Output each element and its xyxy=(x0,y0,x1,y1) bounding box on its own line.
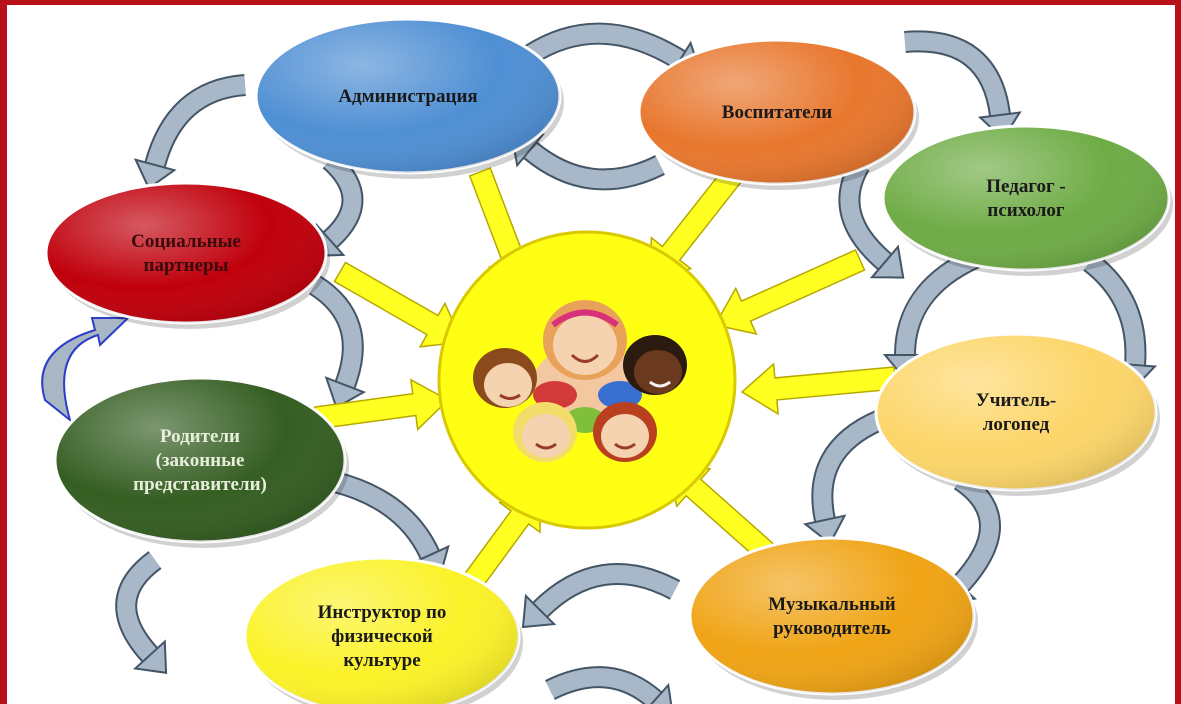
node-speech-therapist: Учитель-логопед xyxy=(874,332,1160,496)
curved-arrow-body xyxy=(904,32,1009,117)
curved-arrow-body xyxy=(309,277,362,389)
node-label: психолог xyxy=(987,200,1065,221)
node-label: (законные xyxy=(156,450,245,471)
center-circle xyxy=(437,230,737,530)
curved-arrow-body xyxy=(813,411,884,522)
node-label: руководитель xyxy=(773,618,891,639)
node-label: Администрация xyxy=(338,86,477,107)
yellow-arrows xyxy=(313,164,897,596)
node-label: партнеры xyxy=(144,255,229,276)
curved-arrow-head xyxy=(650,682,673,704)
curved-arrows xyxy=(41,22,1158,704)
curved-arrow-head xyxy=(803,514,847,546)
curved-arrow-head xyxy=(324,376,367,409)
node-label: Учитель- xyxy=(976,390,1056,411)
node-administration: Администрация xyxy=(254,17,564,179)
node-label: Педагог - xyxy=(986,176,1065,197)
curved-arrow-body xyxy=(146,76,246,168)
yellow-arrow xyxy=(740,362,897,416)
node-label: Родители xyxy=(160,426,240,447)
curved-arrow-head xyxy=(133,158,177,190)
node-pe-instructor: Инструктор по физической культуре xyxy=(243,556,523,704)
curved-arrow-head xyxy=(869,244,905,279)
curved-arrow-body xyxy=(545,668,661,704)
yellow-arrow xyxy=(713,249,866,335)
node-label: Социальные xyxy=(131,231,241,252)
node-parents: Родители (законные представители) xyxy=(53,376,349,548)
curved-arrow-body xyxy=(525,24,685,68)
curved-arrow-body xyxy=(840,160,891,269)
node-label: Воспитатели xyxy=(722,102,832,123)
node-social-partners: Социальные партнеры xyxy=(44,181,330,329)
yellow-arrow xyxy=(313,378,450,431)
children-circle-icon xyxy=(473,300,687,462)
node-label: представители) xyxy=(133,474,267,495)
node-label: логопед xyxy=(983,414,1050,435)
curved-arrow-body xyxy=(117,552,161,662)
node-psychologist: Педагог - психолог xyxy=(881,124,1173,276)
node-educators: Воспитатели xyxy=(637,38,919,190)
curved-arrow-body xyxy=(533,565,680,617)
curved-arrow-body xyxy=(1084,254,1145,366)
curved-arrow-body xyxy=(323,153,362,247)
curved-arrow-body xyxy=(524,142,665,189)
node-label: Инструктор по xyxy=(318,602,447,623)
curved-arrow-head xyxy=(521,593,557,629)
node-label: Музыкальный xyxy=(768,594,895,615)
curved-arrow-body xyxy=(953,472,999,592)
curved-arrow-head xyxy=(132,639,168,674)
node-label: физической xyxy=(331,626,433,647)
node-label: культуре xyxy=(343,650,420,671)
curved-arrow-body xyxy=(896,249,979,356)
curved-arrow xyxy=(41,317,131,423)
curved-arrow-body xyxy=(332,473,439,559)
node-music-director: Музыкальный руководитель xyxy=(688,536,978,700)
